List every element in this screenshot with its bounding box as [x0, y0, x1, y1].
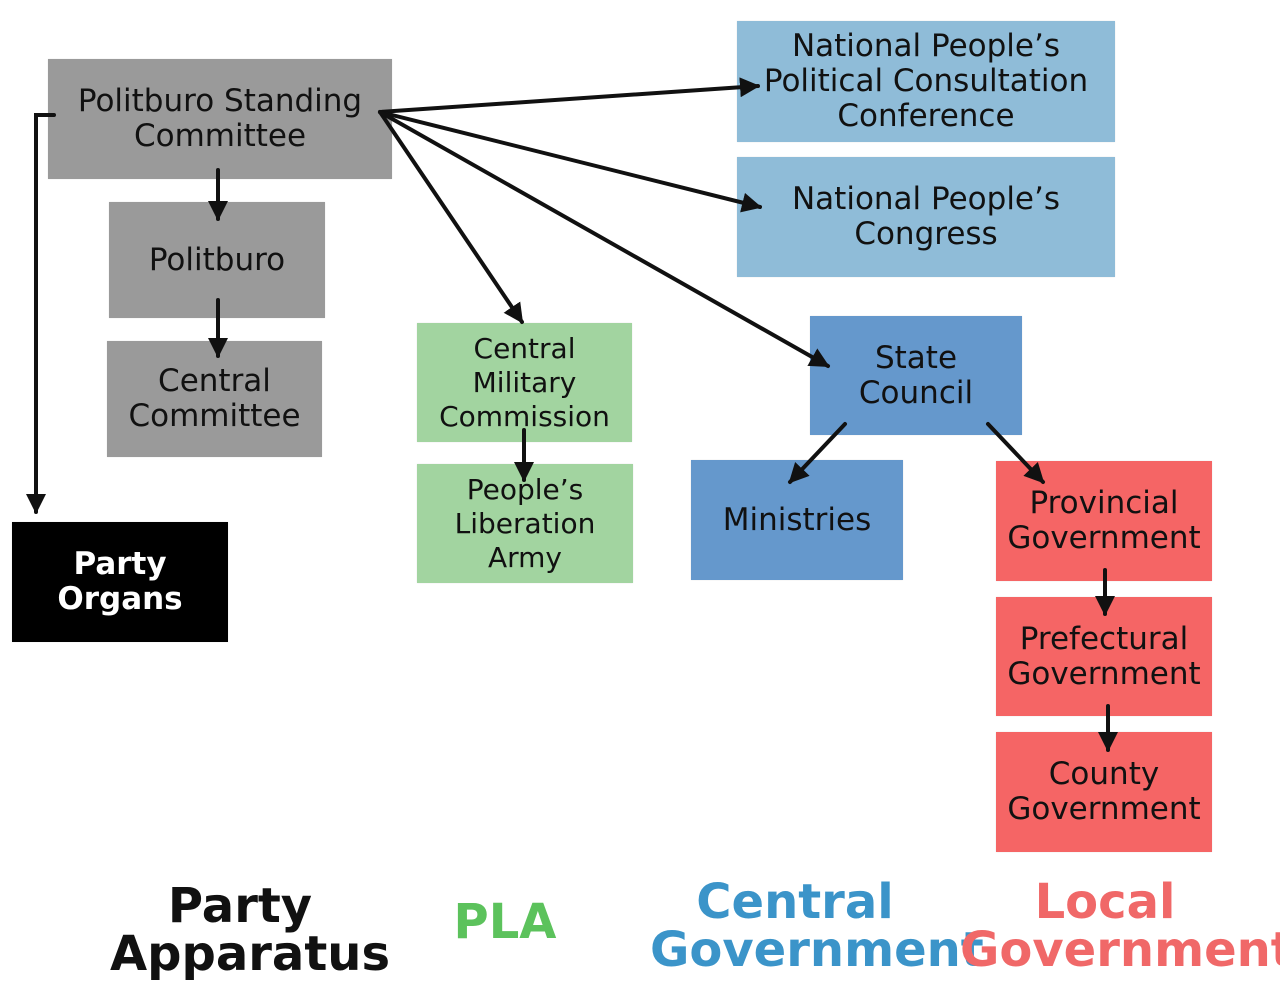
- prefectural-government-box: Prefectural Government: [996, 597, 1212, 716]
- party-organs-box: Party Organs: [12, 522, 228, 642]
- ministries-label: Ministries: [722, 501, 872, 538]
- central-military-commission-box: Central Military Commission: [417, 323, 632, 442]
- central-committee-label: Central Committee: [128, 363, 301, 434]
- peoples-liberation-army-label: People’s Liberation Army: [454, 472, 596, 574]
- county-government-box: County Government: [996, 732, 1212, 852]
- legend-local-government: Local Government: [960, 874, 1280, 978]
- nppcc-box: National People’s Political Consultation…: [737, 21, 1115, 142]
- central-committee-box: Central Committee: [107, 341, 322, 457]
- legend-central-government: Central Government: [650, 874, 984, 978]
- county-government-label: County Government: [1007, 756, 1201, 827]
- arrow-psc-to-nppcc: [378, 77, 760, 114]
- central-military-commission-label: Central Military Commission: [439, 331, 610, 433]
- state-council-label: State Council: [858, 339, 974, 411]
- provincial-government-label: Provincial Government: [1007, 485, 1201, 556]
- peoples-liberation-army-box: People’s Liberation Army: [417, 464, 633, 583]
- npc-label: National People’s Congress: [791, 181, 1061, 252]
- provincial-government-box: Provincial Government: [996, 461, 1212, 581]
- legend-pla: PLA: [453, 894, 557, 950]
- nppcc-label: National People’s Political Consultation…: [763, 28, 1089, 134]
- npc-box: National People’s Congress: [737, 157, 1115, 277]
- politburo-standing-committee-box: Politburo Standing Committee: [48, 59, 392, 179]
- arrow-psc-to-npc: [378, 110, 762, 213]
- arrow-psc-to-cmc: [378, 110, 524, 324]
- state-council-box: State Council: [810, 316, 1022, 435]
- politburo-standing-committee-label: Politburo Standing Committee: [77, 83, 363, 154]
- party-organs-label: Party Organs: [57, 546, 183, 617]
- politburo-box: Politburo: [109, 202, 325, 318]
- prefectural-government-label: Prefectural Government: [1007, 620, 1201, 692]
- ministries-box: Ministries: [691, 460, 903, 580]
- legend-party-apparatus: Party Apparatus: [110, 878, 391, 982]
- politburo-label: Politburo: [148, 241, 286, 278]
